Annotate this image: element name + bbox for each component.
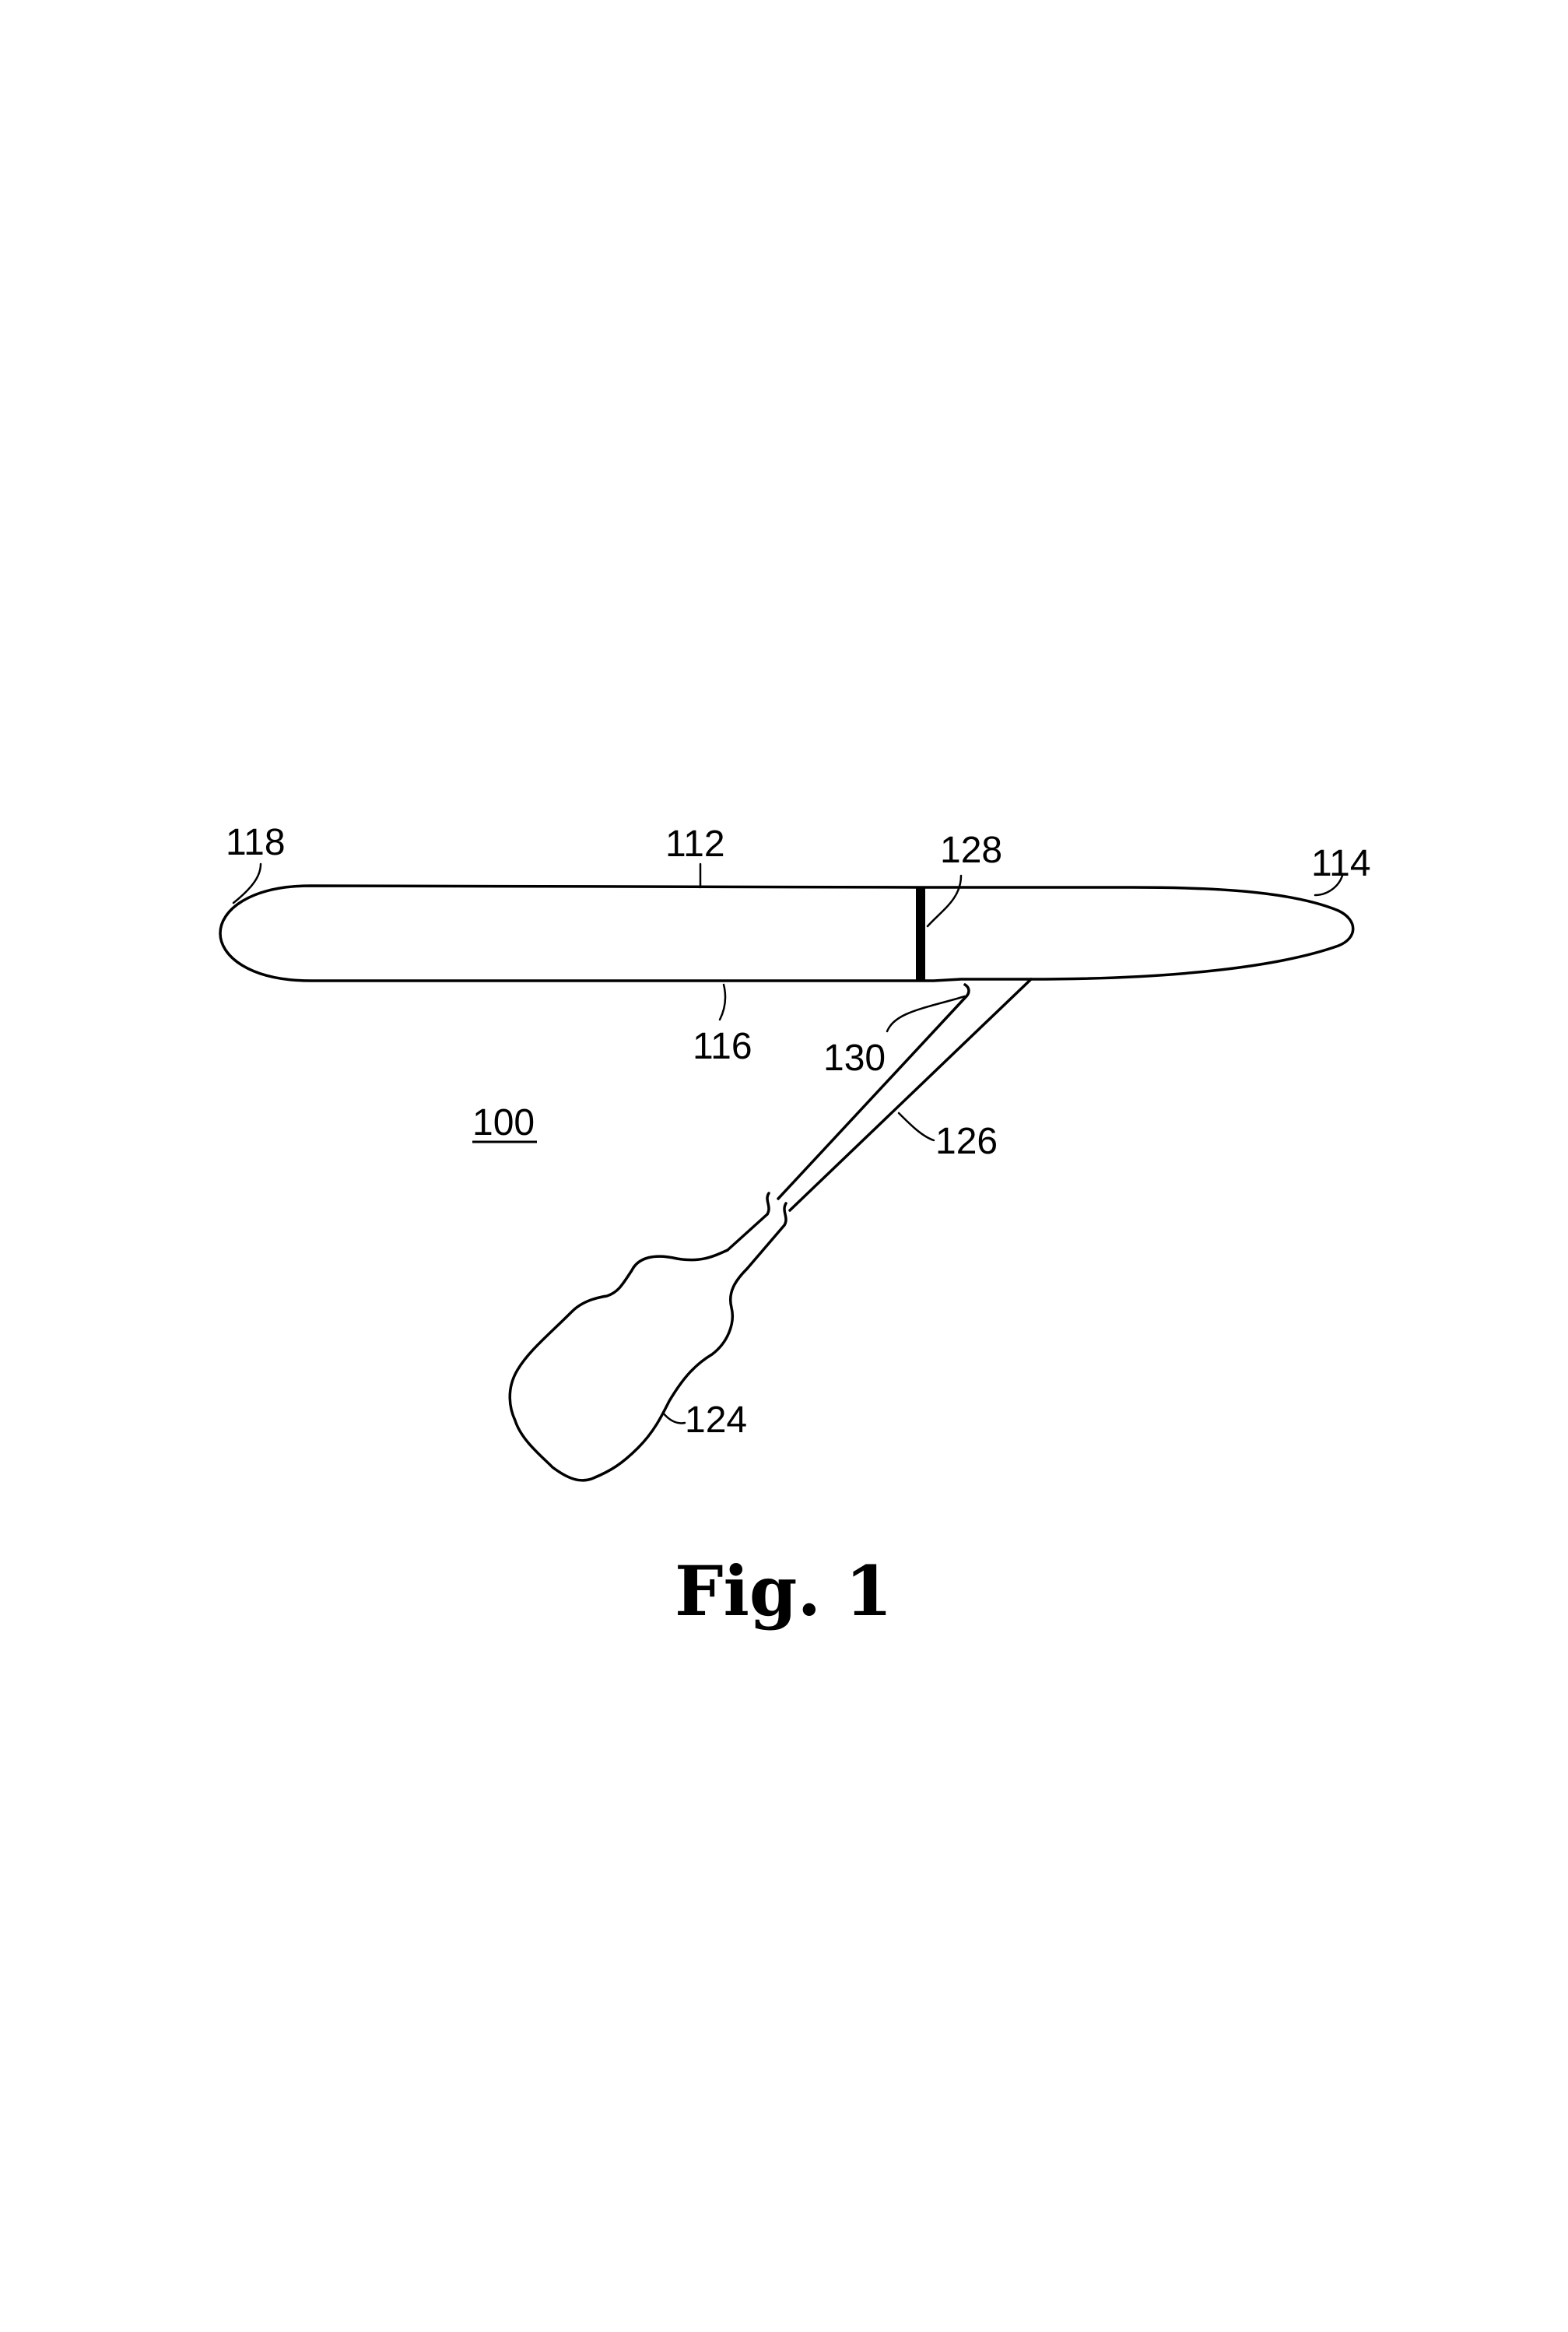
- ref-label-112: 112: [665, 824, 725, 865]
- ref-label-128: 128: [940, 830, 1002, 871]
- elongated-body-outline: [220, 886, 1353, 981]
- ref-label-114: 114: [1311, 843, 1371, 884]
- hose-break-mark-right: [784, 1203, 786, 1225]
- hose-break-mark-left: [767, 1193, 769, 1214]
- hose-outline-upper: [790, 979, 1031, 1210]
- ref-label-130: 130: [823, 1038, 886, 1079]
- leader-126: [899, 1113, 934, 1140]
- hose-lower-segment-right: [747, 1225, 784, 1269]
- hose-lower-segment-left: [728, 1214, 767, 1250]
- hose-outline-lower: [778, 985, 969, 1199]
- figure-caption: Fig. 1: [675, 1551, 893, 1631]
- ref-label-118: 118: [226, 822, 286, 863]
- seal-band: [916, 887, 925, 981]
- ref-label-126: 126: [935, 1121, 998, 1162]
- leader-116: [720, 985, 725, 1020]
- squeeze-bulb-outline: [510, 1250, 747, 1480]
- leader-124: [663, 1413, 685, 1423]
- ref-label-116: 116: [693, 1026, 752, 1067]
- leader-130: [887, 996, 965, 1031]
- main-reference-label: 100: [472, 1102, 535, 1143]
- leader-128: [928, 876, 961, 926]
- ref-label-124: 124: [685, 1400, 747, 1441]
